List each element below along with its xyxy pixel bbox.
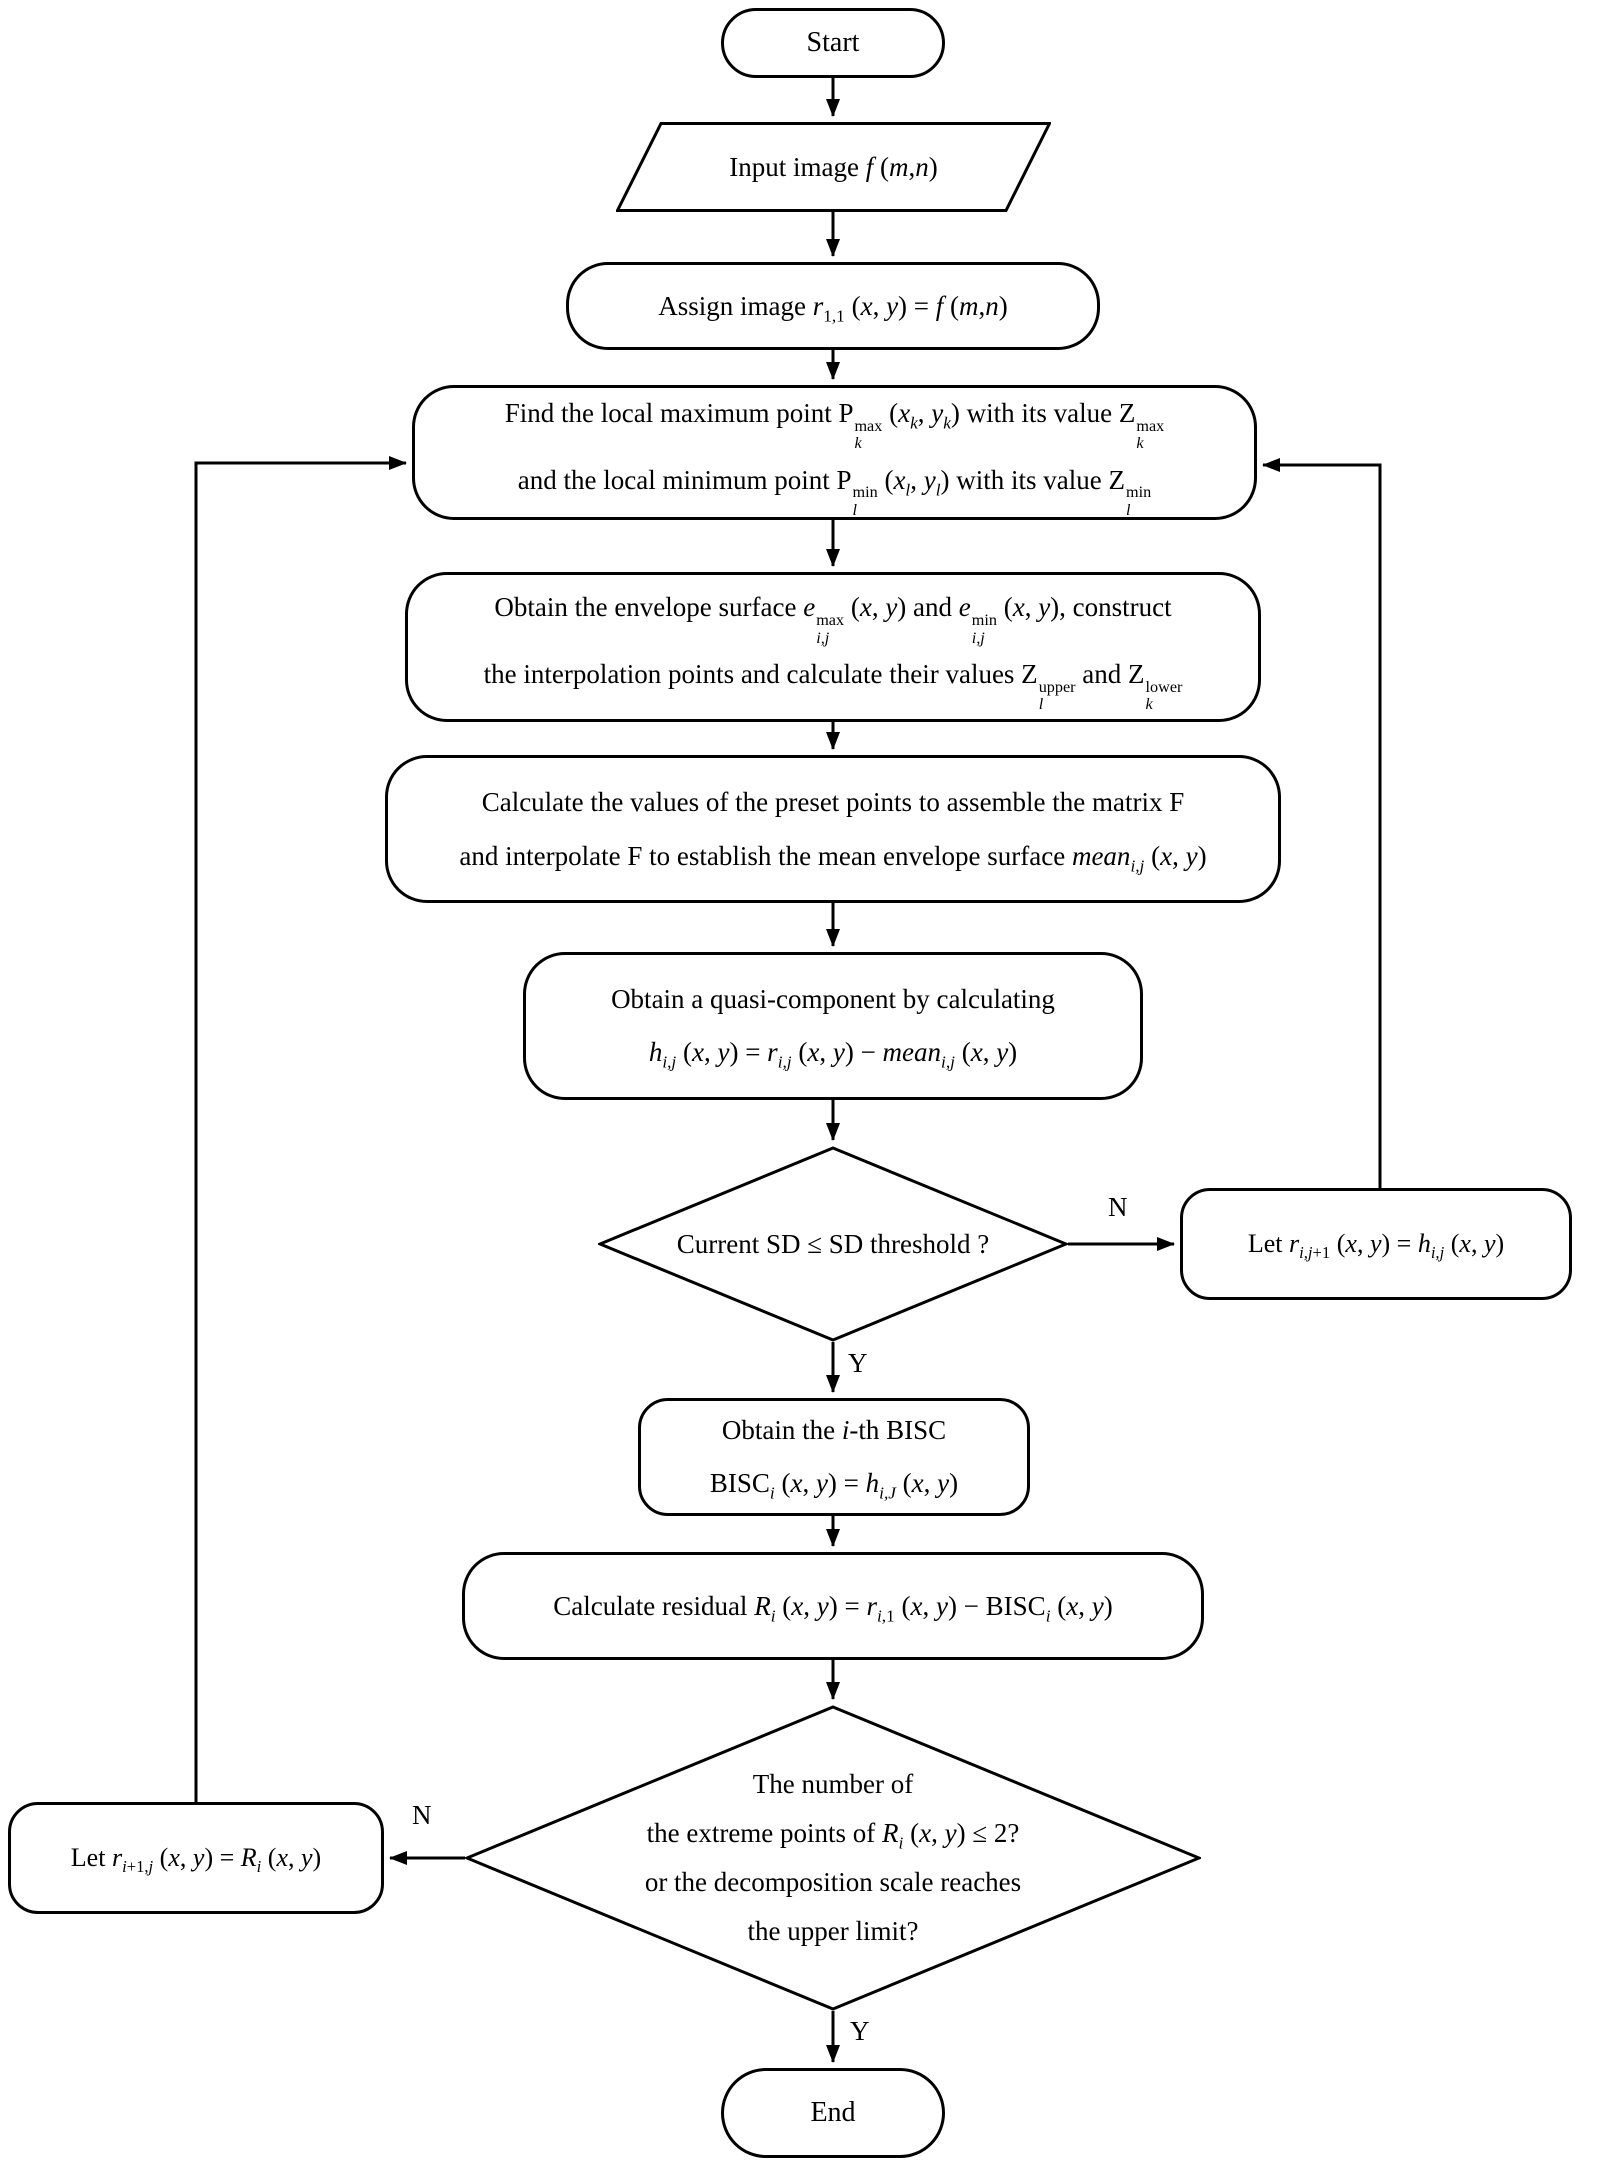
start-node: Start (721, 8, 945, 78)
input-image-node: Input image f (m,n) (616, 122, 1051, 212)
mean-envelope-node: Calculate the values of the preset point… (385, 755, 1281, 903)
stop-decision-line-4: the upper limit? (747, 1916, 919, 1947)
stop-yes-label: Y (850, 2016, 870, 2046)
stop-decision-line-2: the extreme points of Ri (x, y) ≤ 2? (646, 1817, 1020, 1853)
let-left-label: Let ri+1,j (x, y) = Ri (x, y) (70, 1843, 322, 1877)
end-label: End (810, 2097, 856, 2128)
parallelogram-outline (616, 122, 1051, 212)
let-right-label: Let ri,j+1 (x, y) = hi,j (x, y) (1247, 1229, 1505, 1263)
mean-envelope-text: Calculate the values of the preset point… (459, 775, 1206, 883)
quasi-component-node: Obtain a quasi-component by calculating … (523, 952, 1143, 1100)
assign-image-label: Assign image r1,1 (x, y) = f (m,n) (658, 290, 1008, 325)
end-node: End (721, 2068, 945, 2158)
residual-label: Calculate residual Ri (x, y) = ri,1 (x, … (553, 1590, 1113, 1625)
quasi-line-2: hi,j (x, y) = ri,j (x, y) − meani,j (x, … (648, 1037, 1018, 1072)
loop-let-left-to-find (194, 456, 407, 1802)
stop-decision-line-3: or the decomposition scale reaches (644, 1867, 1022, 1897)
stop-no-label: N (412, 1800, 432, 1830)
quasi-line-1: Obtain a quasi-component by calculating (611, 984, 1055, 1015)
sd-decision-label: Current SD ≤ SD threshold ? (676, 1228, 990, 1259)
start-label: Start (806, 27, 860, 58)
bisc-node: Obtain the i-th BISC BISCi (x, y) = hi,J… (638, 1398, 1030, 1516)
envelope-line-2: the interpolation points and calculate t… (483, 659, 1183, 714)
stop-decision-node: The number of the extreme points of Ri (… (465, 1705, 1201, 2011)
let-right-node: Let ri,j+1 (x, y) = hi,j (x, y) (1180, 1188, 1572, 1300)
stop-decision-text: The number of the extreme points of Ri (… (645, 1760, 1021, 1957)
stop-decision-line-1: The number of (752, 1768, 914, 1799)
assign-image-node: Assign image r1,1 (x, y) = f (m,n) (566, 262, 1100, 350)
bisc-line-1: Obtain the i-th BISC (721, 1415, 947, 1446)
sd-decision-node: Current SD ≤ SD threshold ? (598, 1146, 1068, 1342)
let-left-node: Let ri+1,j (x, y) = Ri (x, y) (8, 1802, 384, 1914)
loop-let-right-to-find (1262, 458, 1382, 1188)
bisc-text: Obtain the i-th BISC BISCi (x, y) = hi,J… (710, 1404, 958, 1509)
mean-envelope-line-1: Calculate the values of the preset point… (481, 787, 1185, 817)
residual-node: Calculate residual Ri (x, y) = ri,1 (x, … (462, 1552, 1204, 1660)
sd-no-label: N (1108, 1192, 1128, 1222)
diamond-outline (598, 1146, 1068, 1342)
mean-envelope-line-2: and interpolate F to establish the mean … (459, 841, 1207, 876)
sd-yes-label: Y (848, 1348, 868, 1378)
diamond-outline (465, 1705, 1201, 2011)
quasi-component-text: Obtain a quasi-component by calculating … (611, 973, 1055, 1078)
bisc-line-2: BISCi (x, y) = hi,J (x, y) (709, 1468, 959, 1503)
input-image-label: Input image f (m,n) (729, 151, 938, 182)
